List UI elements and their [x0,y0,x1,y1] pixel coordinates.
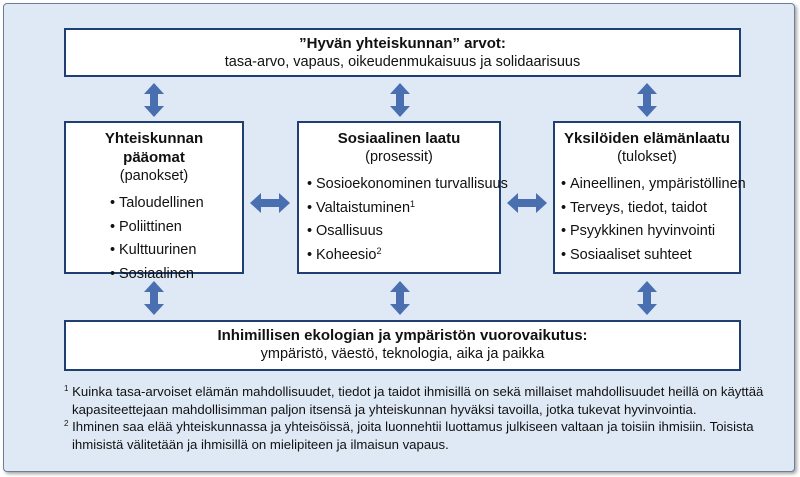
list-item: •Kulttuurinen [110,239,236,263]
list-item: •Aineellinen, ympäristöllinen [561,173,746,197]
social-quality-list: •Sosioekonominen turvallisuus •Valtaistu… [305,173,508,268]
list-item: •Koheesio2 [307,244,493,268]
list-item: •Sosiaalinen [110,263,236,287]
social-quality-title: Sosiaalinen laatu [337,130,461,147]
footnote-ref: 1 [410,198,416,209]
list-item: •Sosioekonominen turvallisuus [307,173,508,197]
life-quality-title: Yksilöiden elämänlaatu [564,130,730,147]
bullet-icon: • [110,195,116,211]
list-item: •Terveys, tiedot, taidot [561,197,733,221]
bullet-icon: • [307,199,313,216]
ecology-title: Inhimillisen ekologian ja ympäristön vuo… [217,327,588,344]
footnote-mark: 2 [64,419,69,428]
values-box: ”Hyvän yhteiskunnan” arvot: tasa-arvo, v… [64,28,741,77]
bullet-icon: • [110,218,116,235]
bullet-icon: • [561,246,567,263]
social-quality-subtitle: (prosessit) [365,149,433,165]
bullet-icon: • [307,176,313,192]
social-capital-subtitle: (panokset) [119,168,189,184]
list-item: •Sosiaaliset suhteet [561,244,733,268]
life-quality-subtitle: (tulokset) [617,149,677,165]
list-item: •Poliittinen [110,216,236,240]
social-capital-box: Yhteiskunnan pääomat (panokset) •Taloude… [64,121,244,282]
footnote-mark: 1 [64,384,69,393]
footnotes: 1 Kuinka tasa-arvoiset elämän mahdollisu… [64,383,764,453]
ecology-box: Inhimillisen ekologian ja ympäristön vuo… [64,320,741,371]
bullet-icon: • [561,223,567,239]
values-title: ”Hyvän yhteiskunnan” arvot: [299,35,506,52]
bullet-icon: • [110,242,116,258]
social-capital-list: •Taloudellinen •Poliittinen •Kulttuurine… [72,192,236,286]
social-capital-title: Yhteiskunnan pääomat [104,130,204,166]
footnote-ref: 2 [376,245,382,256]
bullet-icon: • [561,176,567,192]
footnote-2: 2 Ihminen saa elää yhteiskunnassa ja yht… [64,419,754,452]
list-item: •Taloudellinen [110,192,236,216]
list-item: •Psyykkinen hyvinvointi [561,220,733,244]
values-subtitle: tasa-arvo, vapaus, oikeudenmukaisuus ja … [224,54,581,70]
social-quality-box: Sosiaalinen laatu (prosessit) •Sosioekon… [297,121,508,274]
bullet-icon: • [307,246,313,263]
list-item: •Osallisuus [307,220,493,244]
footnote-1: 1 Kuinka tasa-arvoiset elämän mahdollisu… [64,384,764,417]
life-quality-box: Yksilöiden elämänlaatu (tulokset) •Ainee… [553,121,746,274]
list-item: •Valtaistuminen1 [307,197,493,221]
life-quality-list: •Aineellinen, ympäristöllinen •Terveys, … [561,173,746,268]
bullet-icon: • [307,223,313,239]
ecology-subtitle: ympäristö, väestö, teknologia, aika ja p… [260,346,545,362]
bullet-icon: • [110,265,116,282]
bullet-icon: • [561,199,567,216]
